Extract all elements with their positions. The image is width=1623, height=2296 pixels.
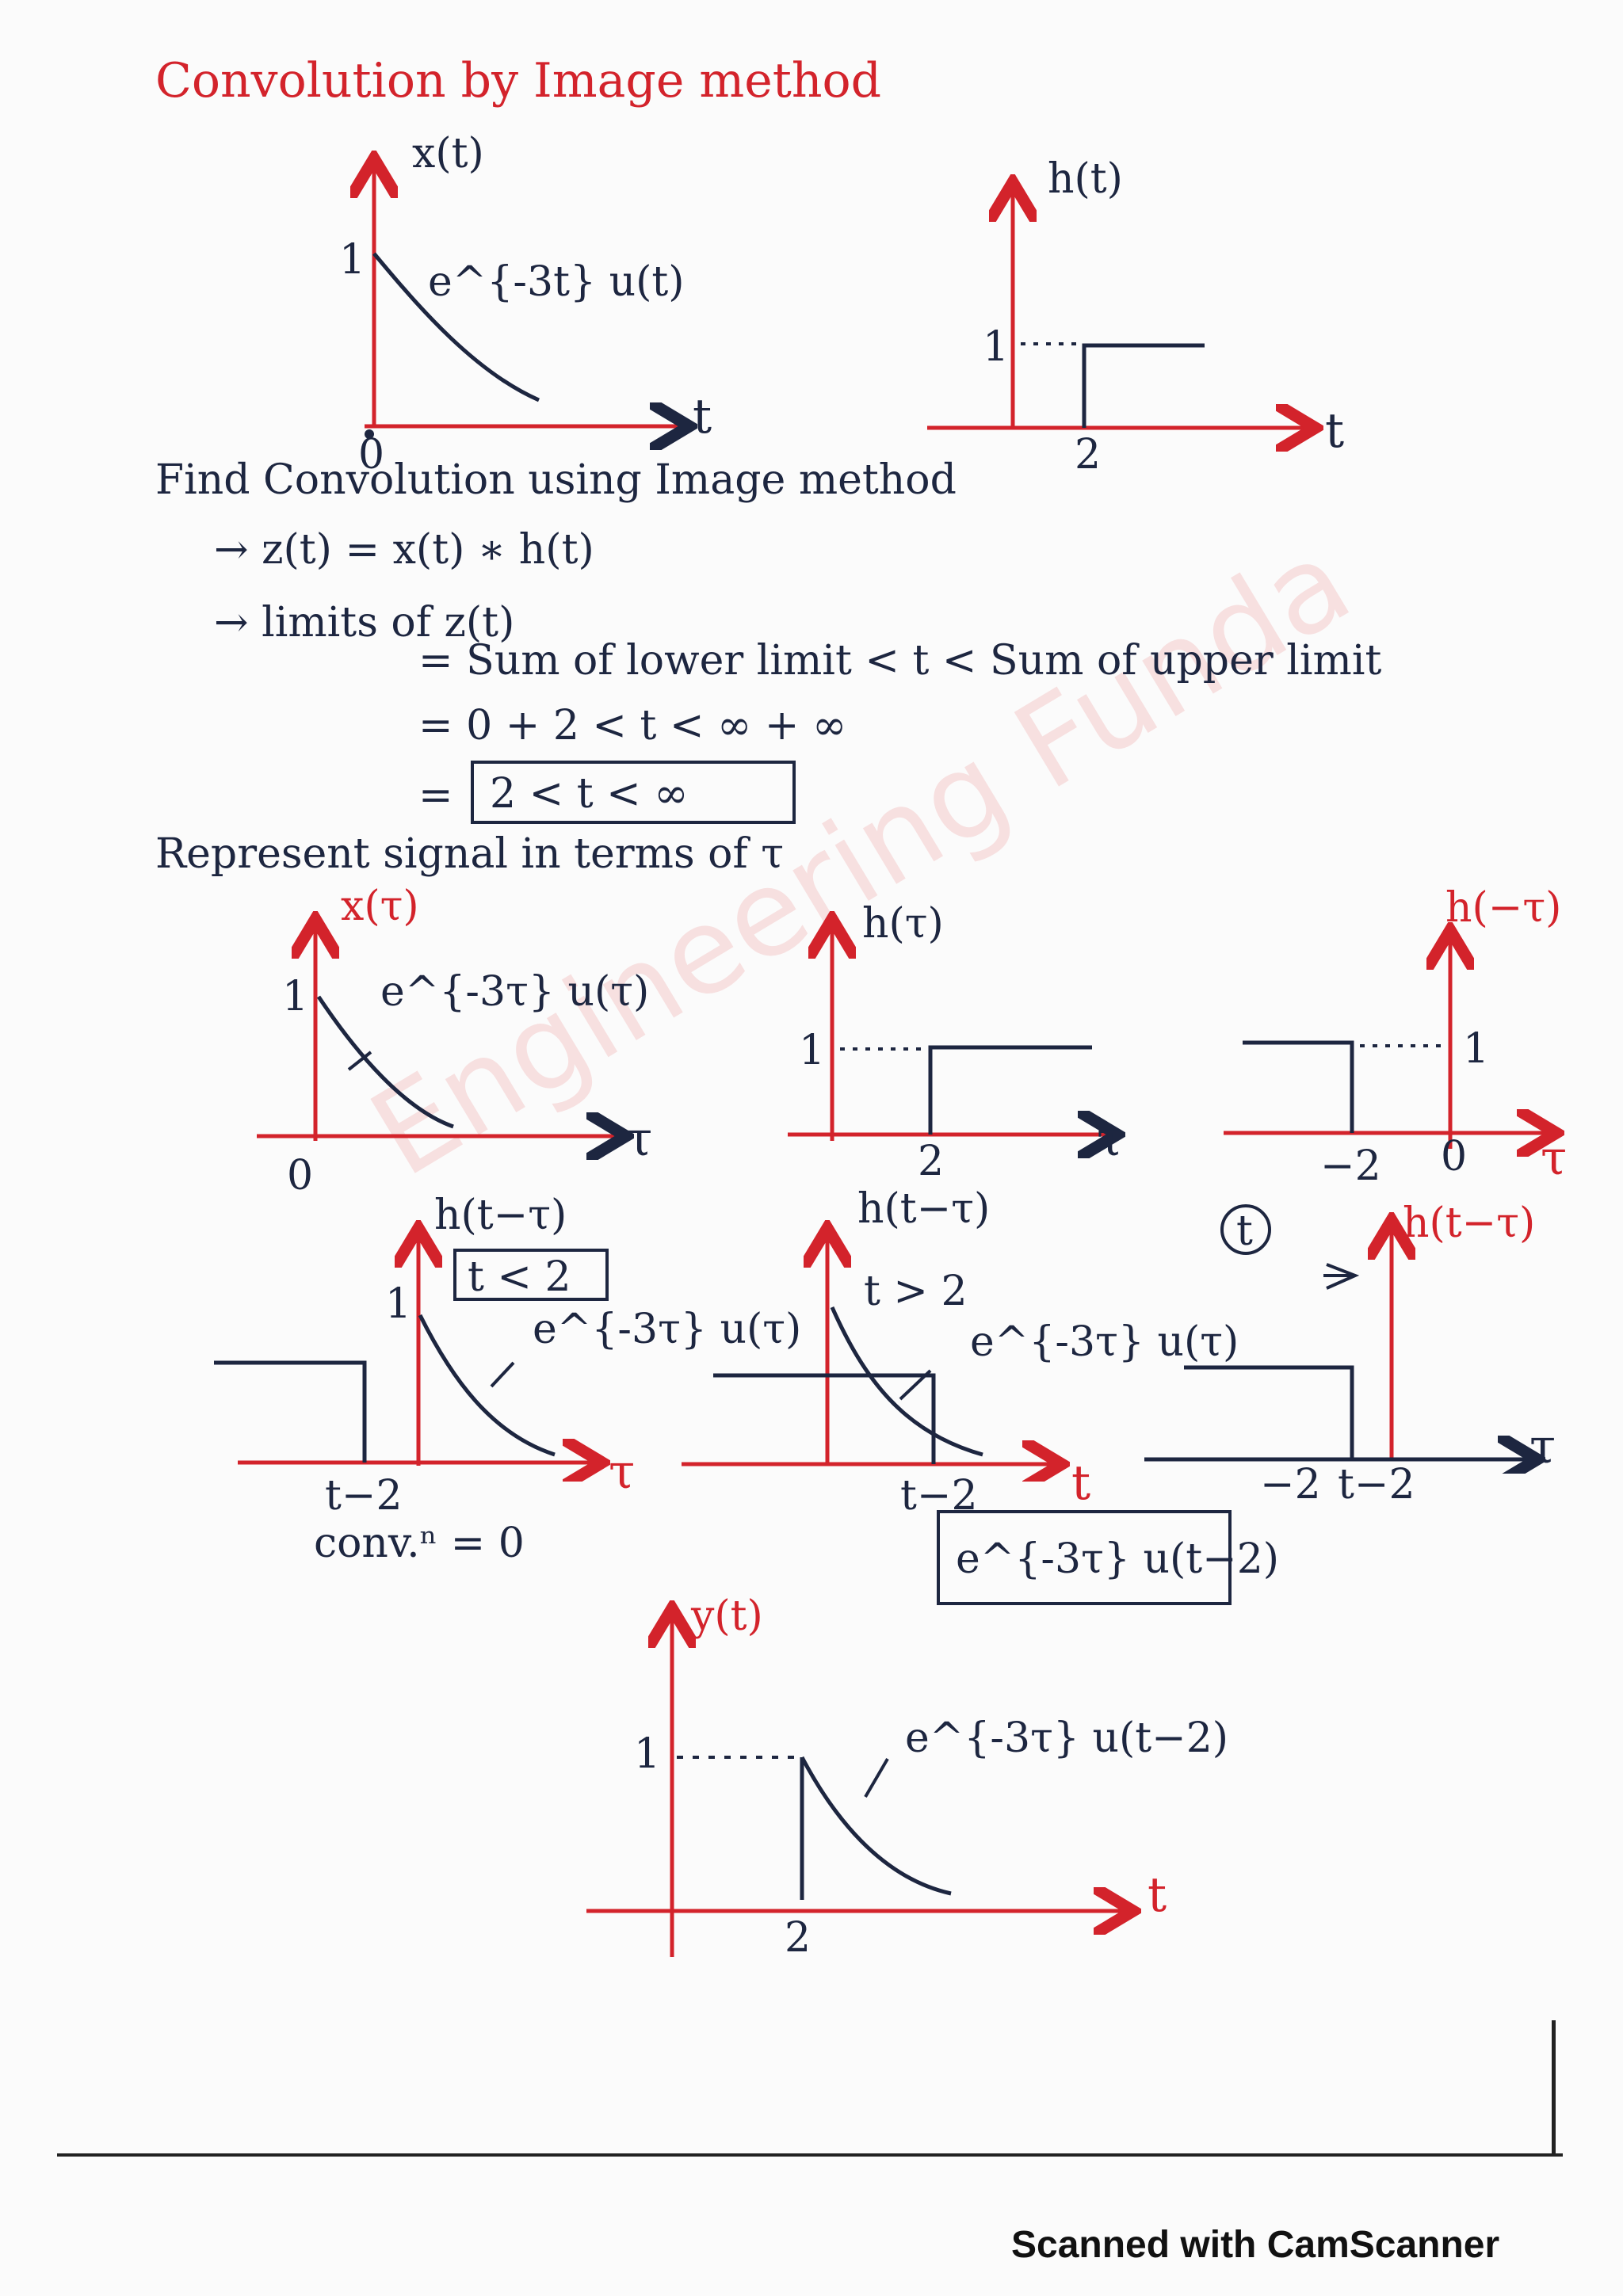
g3-one: 1 — [282, 973, 309, 1020]
g4-ylabel: h(τ) — [862, 900, 944, 948]
g1-origin: 0 — [358, 431, 385, 479]
g6-cond: t < 2 — [468, 1253, 571, 1301]
limit-result: 2 < t < ∞ — [490, 770, 689, 818]
circled-t: t — [1220, 1204, 1271, 1255]
g6-note: conv.ⁿ = 0 — [314, 1520, 525, 1567]
decay-curve — [418, 1314, 556, 1457]
limit-line-1: = Sum of lower limit < t < Sum of upper … — [418, 637, 1382, 685]
graph-y-of-t — [586, 1592, 1212, 1957]
g5-xlabel: τ — [1541, 1131, 1568, 1186]
scan-edge-line — [57, 2153, 1563, 2157]
limit-result-box: 2 < t < ∞ — [471, 761, 796, 824]
step-convolution: → z(t) = x(t) ∗ h(t) — [214, 526, 594, 574]
g9-xlabel: t — [1148, 1867, 1167, 1923]
g3-curve-label: e^{-3τ} u(τ) — [380, 968, 650, 1016]
g2-ylabel: h(t) — [1048, 155, 1123, 203]
circle-label: t — [1236, 1207, 1253, 1255]
g2-xlabel: t — [1325, 403, 1345, 459]
decay-curve — [316, 995, 454, 1129]
g6-xlabel: τ — [609, 1444, 636, 1500]
g4-one: 1 — [799, 1027, 826, 1074]
g5-ylabel: h(−τ) — [1445, 884, 1562, 932]
g7-ylabel: h(t−τ) — [857, 1185, 991, 1233]
graph-case-t-greater-2 — [682, 1220, 1109, 1482]
g9-tick: 2 — [785, 1914, 812, 1962]
pointer-arrow — [899, 1369, 932, 1401]
graph-h-of-tau — [788, 903, 1157, 1165]
g6-cond-box: t < 2 — [453, 1249, 609, 1301]
step-signal — [1243, 1040, 1354, 1133]
g1-ylabel: x(t) — [412, 130, 484, 177]
graph-h-of-t-minus-tau — [1144, 1204, 1585, 1474]
g1-xlabel: t — [693, 389, 712, 444]
limit-line-3: = — [418, 772, 453, 819]
g9-curve-label: e^{-3τ} u(t−2) — [905, 1714, 1229, 1762]
g7-curve-label: e^{-3τ} u(τ) — [970, 1318, 1239, 1366]
flipped-step — [214, 1360, 367, 1463]
origin-dot — [365, 429, 374, 439]
decay-curve — [800, 1756, 952, 1896]
g1-curve-label: e^{-3t} u(t) — [428, 258, 685, 306]
g8-ylabel: h(t−τ) — [1403, 1199, 1536, 1247]
decay-curve — [830, 1306, 983, 1457]
pointer-arrow — [864, 1757, 889, 1798]
g7-xlabel: t — [1071, 1455, 1091, 1511]
step-limits: → limits of z(t) — [214, 599, 515, 646]
g9-one: 1 — [634, 1730, 661, 1778]
pointer-arrow — [347, 1051, 372, 1071]
graph-case-t-less-2 — [214, 1220, 650, 1482]
graph-h-of-t — [927, 166, 1355, 467]
g3-ylabel: x(τ) — [341, 883, 419, 930]
graph-h-of-minus-tau — [1224, 919, 1585, 1173]
step-signal — [1082, 343, 1205, 428]
g8-tick1: −2 — [1260, 1461, 1321, 1508]
pointer-arrow — [490, 1361, 515, 1388]
g3-origin: 0 — [287, 1152, 314, 1199]
flipped-step — [1184, 1365, 1354, 1459]
decay-curve — [372, 252, 540, 402]
g7-cond: t > 2 — [864, 1268, 968, 1315]
g7-result: e^{-3τ} u(t−2) — [956, 1535, 1280, 1583]
g6-tick: t−2 — [325, 1472, 403, 1520]
g5-one: 1 — [1463, 1025, 1490, 1073]
find-line: Find Convolution using Image method — [155, 456, 957, 504]
page-title: Convolution by Image method — [155, 53, 882, 109]
g5-tick: −2 — [1320, 1142, 1381, 1190]
step-signal — [928, 1045, 1092, 1135]
g9-ylabel: y(t) — [691, 1592, 763, 1640]
g4-tick: 2 — [918, 1138, 945, 1185]
g7-result-box: e^{-3τ} u(t−2) — [937, 1510, 1279, 1605]
g8-xlabel: τ — [1529, 1419, 1556, 1474]
represent-line: Represent signal in terms of τ — [155, 830, 785, 878]
arrow-head — [1326, 1263, 1360, 1290]
g6-one: 1 — [385, 1280, 412, 1328]
g2-one: 1 — [983, 323, 1010, 371]
g5-origin: 0 — [1441, 1133, 1468, 1180]
g1-one: 1 — [339, 236, 366, 284]
limit-line-2: = 0 + 2 < t < ∞ + ∞ — [418, 702, 847, 749]
flipped-step — [713, 1373, 936, 1464]
scan-edge-vertical — [1552, 2020, 1556, 2157]
g4-xlabel: τ — [1097, 1112, 1124, 1167]
g7-tick: t−2 — [900, 1472, 978, 1520]
scanner-footer: Scanned with CamScanner — [1011, 2224, 1500, 2266]
g6-curve-label: e^{-3τ} u(τ) — [533, 1306, 802, 1353]
g3-xlabel: τ — [626, 1112, 653, 1167]
g8-tick2: t−2 — [1338, 1461, 1415, 1508]
g2-tick: 2 — [1075, 431, 1102, 479]
graph-x-of-tau — [257, 903, 689, 1165]
g6-ylabel: h(t−τ) — [434, 1192, 567, 1239]
graph-x-of-t — [317, 135, 761, 467]
